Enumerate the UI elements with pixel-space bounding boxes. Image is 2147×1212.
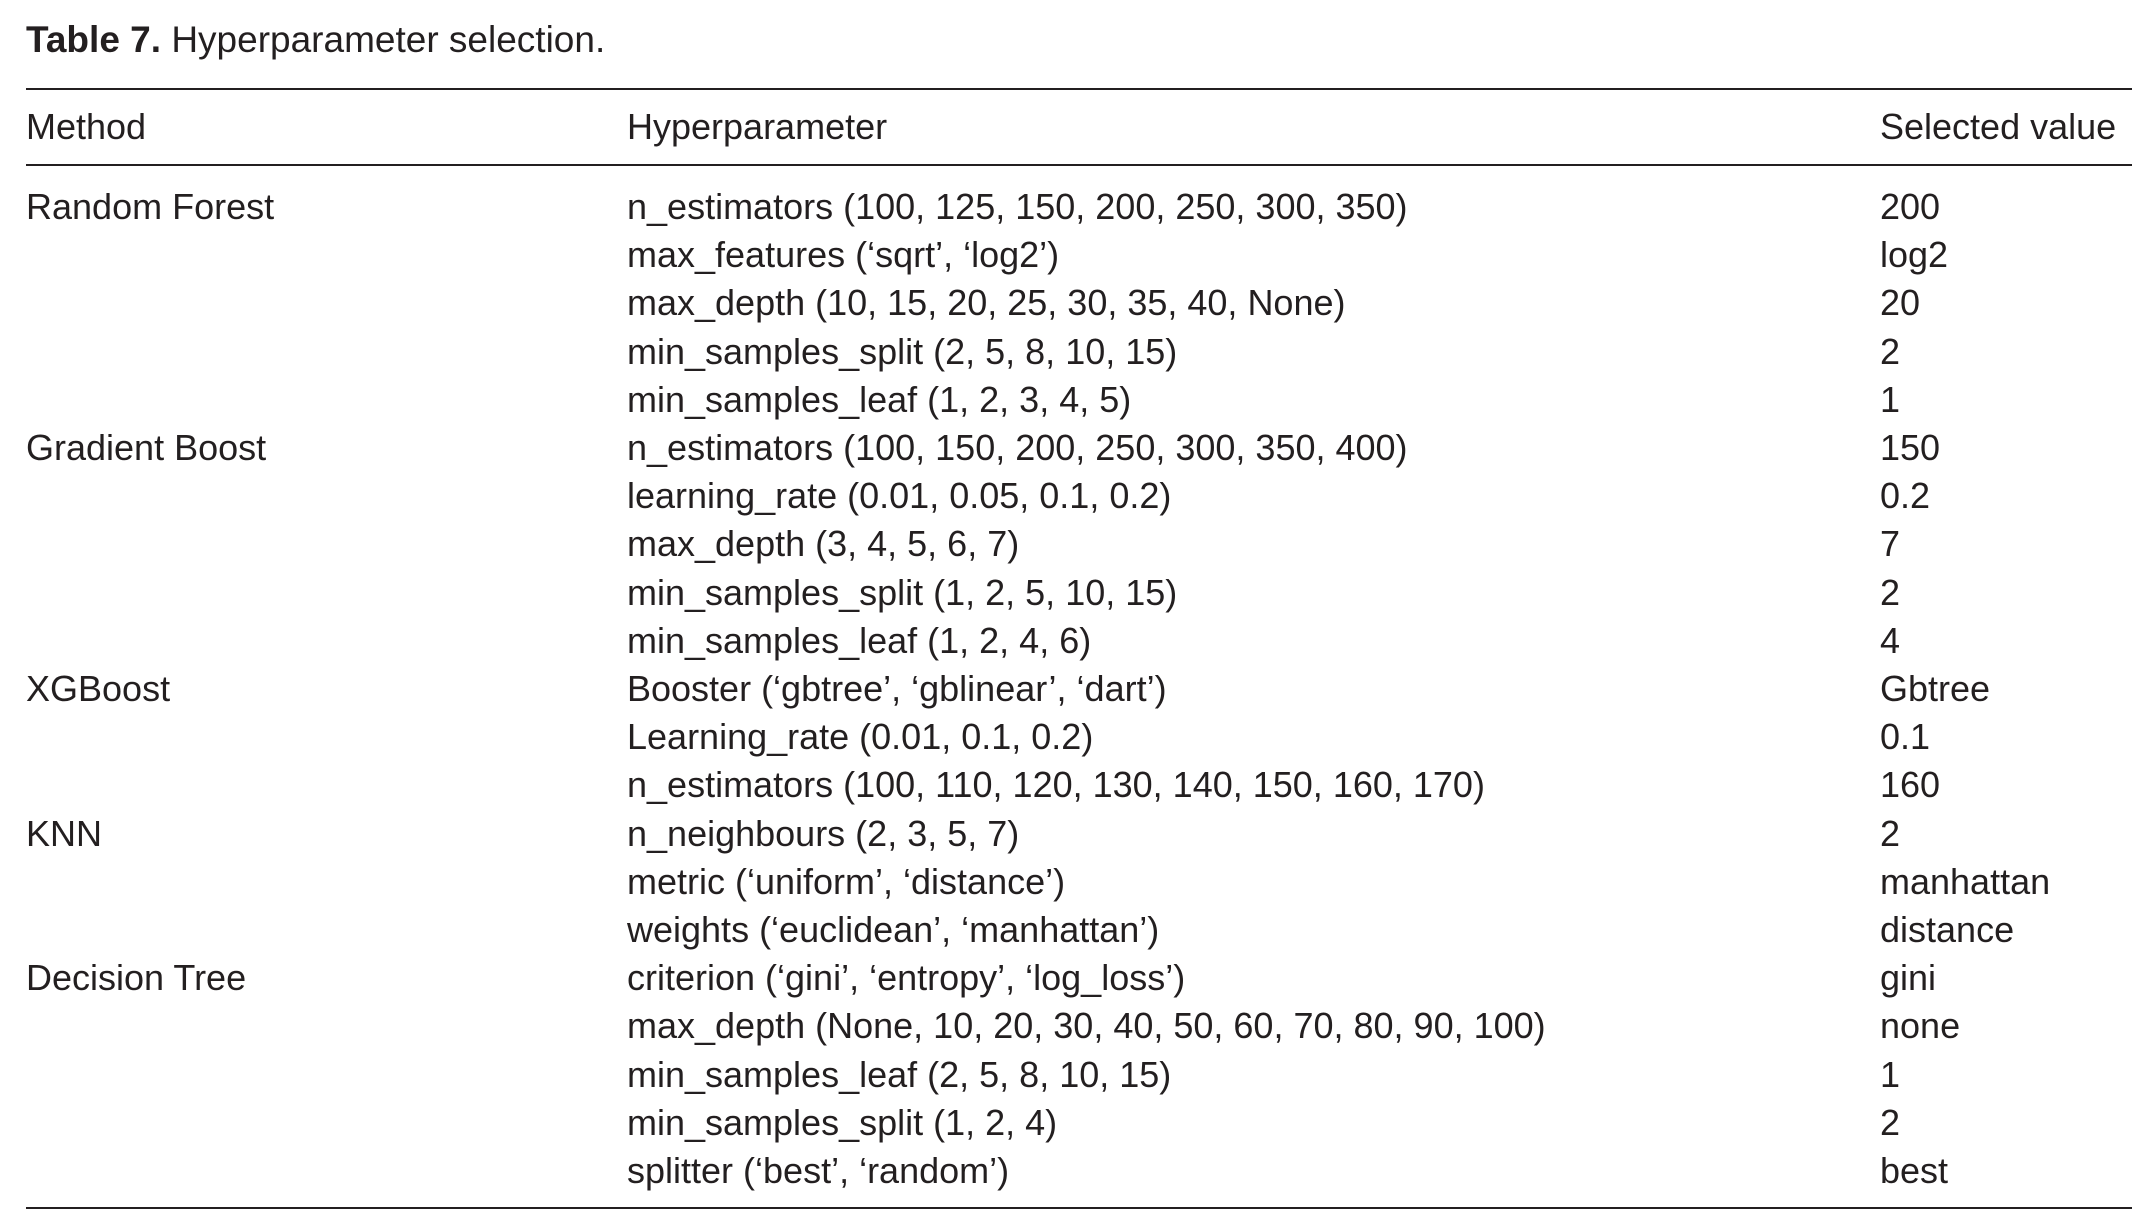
- cell-method: [26, 279, 627, 327]
- table-row: max_depth (10, 15, 20, 25, 30, 35, 40, N…: [26, 279, 2132, 327]
- table-row: min_samples_leaf (2, 5, 8, 10, 15) 1: [26, 1051, 2132, 1099]
- header-method: Method: [26, 106, 147, 147]
- cell-hyperparameter: max_features (‘sqrt’, ‘log2’): [627, 234, 1060, 276]
- hyperparameter-table-body: Random Forest n_estimators (100, 125, 150…: [26, 166, 2132, 1195]
- cell-method: [26, 713, 627, 761]
- table-row: KNN n_neighbours (2, 3, 5, 7) 2: [26, 810, 2132, 858]
- table-row: Random Forest n_estimators (100, 125, 150…: [26, 166, 2132, 231]
- cell-selected-value: 150: [1880, 427, 1941, 469]
- header-hyperparameter: Hyperparameter: [627, 106, 888, 147]
- cell-method: [26, 328, 627, 376]
- cell-hyperparameter: min_samples_leaf (1, 2, 4, 6): [627, 619, 1092, 661]
- table-row: XGBoost Booster (‘gbtree’, ‘gblinear’, ‘d…: [26, 665, 2132, 713]
- table-row: Gradient Boost n_estimators (100, 150, 20…: [26, 424, 2132, 472]
- cell-hyperparameter: min_samples_split (2, 5, 8, 10, 15): [627, 330, 1178, 372]
- cell-hyperparameter: min_samples_leaf (1, 2, 3, 4, 5): [627, 378, 1132, 420]
- cell-selected-value: Gbtree: [1880, 668, 1991, 710]
- table-row: max_features (‘sqrt’, ‘log2’) log2: [26, 231, 2132, 279]
- table-row: splitter (‘best’, ‘random’) best: [26, 1147, 2132, 1195]
- table-body: Random Forest n_estimators (100, 125, 150…: [26, 166, 2132, 1195]
- table-row: min_samples_split (1, 2, 5, 10, 15) 2: [26, 569, 2132, 617]
- cell-hyperparameter: min_samples_leaf (2, 5, 8, 10, 15): [627, 1053, 1172, 1095]
- cell-hyperparameter: criterion (‘gini’, ‘entropy’, ‘log_loss’…: [627, 957, 1186, 999]
- cell-selected-value: 4: [1880, 619, 1901, 661]
- header-selected-value: Selected value: [1880, 106, 2117, 147]
- cell-hyperparameter: max_depth (3, 4, 5, 6, 7): [627, 523, 1020, 565]
- table-row: learning_rate (0.01, 0.05, 0.1, 0.2) 0.2: [26, 472, 2132, 520]
- cell-selected-value: 1: [1880, 1053, 1901, 1095]
- table-header: Method Hyperparameter Selected value: [26, 90, 2132, 164]
- cell-hyperparameter: Booster (‘gbtree’, ‘gblinear’, ‘dart’): [627, 668, 1167, 710]
- table-row: Learning_rate (0.01, 0.1, 0.2) 0.1: [26, 713, 2132, 761]
- cell-hyperparameter: n_estimators (100, 110, 120, 130, 140, 1…: [627, 764, 1485, 806]
- cell-hyperparameter: n_estimators (100, 150, 200, 250, 300, 3…: [627, 427, 1408, 469]
- cell-hyperparameter: n_neighbours (2, 3, 5, 7): [627, 812, 1020, 854]
- cell-selected-value: 160: [1880, 764, 1941, 806]
- hyperparameter-table-container: Table 7. Hyperparameter selection. Metho…: [26, 14, 2132, 1210]
- cell-method: [26, 858, 627, 906]
- cell-hyperparameter: learning_rate (0.01, 0.05, 0.1, 0.2): [627, 475, 1172, 517]
- cell-method: [26, 1002, 627, 1050]
- table-top-rule: [26, 88, 2132, 90]
- cell-hyperparameter: max_depth (None, 10, 20, 30, 40, 50, 60,…: [627, 1005, 1546, 1047]
- cell-method: [26, 472, 627, 520]
- cell-method: XGBoost: [26, 668, 171, 710]
- table-row: min_samples_split (1, 2, 4) 2: [26, 1099, 2132, 1147]
- hyperparameter-table: Method Hyperparameter Selected value: [26, 90, 2132, 164]
- table-row: max_depth (3, 4, 5, 6, 7) 7: [26, 520, 2132, 568]
- table-caption-label: Table 7.: [26, 19, 162, 60]
- cell-selected-value: log2: [1880, 234, 1949, 276]
- cell-selected-value: 20: [1880, 282, 1921, 324]
- cell-method: [26, 231, 627, 279]
- table-row: min_samples_split (2, 5, 8, 10, 15) 2: [26, 328, 2132, 376]
- cell-selected-value: manhattan: [1880, 860, 2051, 902]
- table-row: metric (‘uniform’, ‘distance’) manhattan: [26, 858, 2132, 906]
- table-row: n_estimators (100, 110, 120, 130, 140, 1…: [26, 761, 2132, 809]
- cell-selected-value: 0.2: [1880, 475, 1931, 517]
- table-row: min_samples_leaf (1, 2, 4, 6) 4: [26, 617, 2132, 665]
- cell-method: Random Forest: [26, 186, 275, 227]
- cell-selected-value: 200: [1880, 186, 1941, 227]
- cell-selected-value: 2: [1880, 812, 1901, 854]
- cell-method: [26, 569, 627, 617]
- cell-method: [26, 617, 627, 665]
- table-row: weights (‘euclidean’, ‘manhattan’) distan…: [26, 906, 2132, 954]
- table-caption-text: Hyperparameter selection.: [171, 19, 606, 60]
- cell-hyperparameter: max_depth (10, 15, 20, 25, 30, 35, 40, N…: [627, 282, 1346, 324]
- cell-hyperparameter: weights (‘euclidean’, ‘manhattan’): [627, 909, 1160, 951]
- cell-method: [26, 1147, 627, 1195]
- table-caption: Table 7. Hyperparameter selection.: [26, 14, 2132, 66]
- cell-method: KNN: [26, 812, 103, 854]
- cell-method: [26, 1051, 627, 1099]
- cell-hyperparameter: splitter (‘best’, ‘random’): [627, 1150, 1010, 1192]
- cell-hyperparameter: n_estimators (100, 125, 150, 200, 250, 3…: [627, 186, 1408, 227]
- cell-method: [26, 520, 627, 568]
- cell-method: [26, 1099, 627, 1147]
- header-row: Method Hyperparameter Selected value: [26, 90, 2132, 164]
- cell-selected-value: 0.1: [1880, 716, 1931, 758]
- cell-selected-value: 2: [1880, 1101, 1901, 1143]
- cell-selected-value: 7: [1880, 523, 1901, 565]
- cell-hyperparameter: min_samples_split (1, 2, 5, 10, 15): [627, 571, 1178, 613]
- cell-method: [26, 761, 627, 809]
- cell-selected-value: 2: [1880, 330, 1901, 372]
- cell-hyperparameter: min_samples_split (1, 2, 4): [627, 1101, 1058, 1143]
- cell-method: Gradient Boost: [26, 427, 267, 469]
- cell-hyperparameter: Learning_rate (0.01, 0.1, 0.2): [627, 716, 1094, 758]
- cell-selected-value: 1: [1880, 378, 1901, 420]
- cell-selected-value: best: [1880, 1150, 1949, 1192]
- cell-selected-value: none: [1880, 1005, 1961, 1047]
- cell-method: Decision Tree: [26, 957, 247, 999]
- table-row: Decision Tree criterion (‘gini’, ‘entropy…: [26, 954, 2132, 1002]
- cell-hyperparameter: metric (‘uniform’, ‘distance’): [627, 860, 1066, 902]
- cell-selected-value: gini: [1880, 957, 1937, 999]
- cell-method: [26, 376, 627, 424]
- table-row: min_samples_leaf (1, 2, 3, 4, 5) 1: [26, 376, 2132, 424]
- table-row: max_depth (None, 10, 20, 30, 40, 50, 60,…: [26, 1002, 2132, 1050]
- cell-method: [26, 906, 627, 954]
- cell-selected-value: distance: [1880, 909, 2015, 951]
- table-header-rule: [26, 164, 2132, 166]
- cell-selected-value: 2: [1880, 571, 1901, 613]
- table-bottom-rule: [26, 1207, 2132, 1210]
